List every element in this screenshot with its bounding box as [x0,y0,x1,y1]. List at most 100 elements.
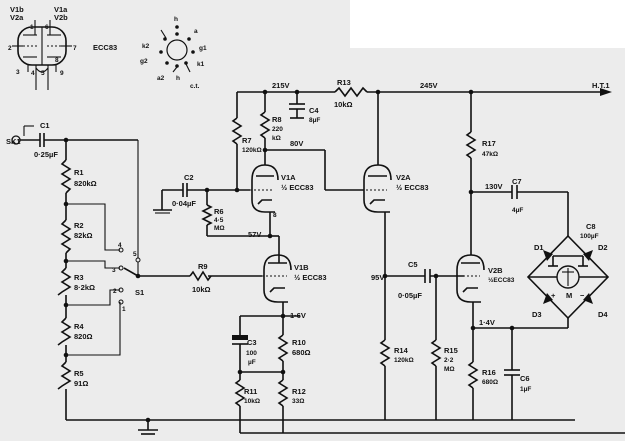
base-pin-g2: g2 [140,58,148,65]
label-c1: C1 [40,121,50,130]
valve-v2a [362,164,392,213]
base-pin-g1: g1 [199,45,207,52]
label-c4-value: 8µF [309,117,320,124]
resistor-r3 [57,267,72,296]
resistor-r14 [379,339,391,367]
voltage-130v: 130V [485,182,503,191]
label-r7: R7 [242,136,252,145]
base-pin-k1: k1 [197,61,205,68]
label-r9: R9 [198,262,208,271]
diode-d4-icon [583,293,593,304]
pinout-label-v2a: V2a [10,13,24,22]
label-meter-plus: + [551,291,556,300]
label-s1: S1 [135,288,144,297]
label-r15-value: 2·2 [444,357,454,364]
resistor-r10 [277,334,289,362]
valve-base-diagram: h a g1 k1 k2 g2 a2 h c.t. [140,16,207,90]
resistor-r1 [60,159,72,194]
label-r6-unit: MΩ [214,225,225,232]
voltage-1-6v: 1·6V [290,311,306,320]
base-pin-ct: c.t. [190,83,200,90]
resistor-r9 [189,270,212,282]
pin-number: 4 [31,70,35,77]
base-pin-a2: a2 [157,75,165,82]
label-v2b: V2B [488,266,503,275]
label-c2-value: 0·04µF [172,199,196,208]
label-r4: R4 [74,322,84,331]
label-v1b: V1B [294,263,309,272]
label-d4: D4 [598,310,608,319]
label-d1: D1 [534,243,544,252]
resistor-r5 [57,361,72,390]
resistor-r11 [234,379,246,407]
label-r8: R8 [272,115,282,124]
valve-v2b [455,254,485,303]
label-r4-value: 820Ω [74,332,93,341]
supply-rail [237,86,612,98]
label-c6: C6 [520,374,530,383]
label-meter-minus: − [580,291,585,300]
label-v1a-type: ½ ECC83 [281,183,314,192]
label-r11-value: 10kΩ [244,398,260,405]
label-v1b-type: ½ ECC83 [294,273,327,282]
switch-position-4: 4 [118,242,122,249]
base-pin-k2: k2 [142,43,150,50]
resistor-r4 [57,317,72,346]
label-r13: R13 [337,78,351,87]
pin-number: 9 [60,70,64,77]
input-attenuator: SK1 C1 0·25µF R1 820kΩ R2 82kΩ R3 8·2kΩ … [6,121,190,420]
label-r6-value: 4·5 [214,217,224,224]
resistor-r15 [430,339,442,367]
resistor-r8 [259,111,271,139]
pin-number: 3 [16,69,20,76]
resistor-r6 [201,204,213,226]
label-r8-value: 220 [272,126,283,133]
label-d2: D2 [598,243,608,252]
resistor-r2 [60,219,72,254]
voltage-245v: 245V [420,81,438,90]
pin-number: 6 [45,24,49,31]
label-r9-value: 10kΩ [192,285,211,294]
label-c3-value: 100 [246,350,257,357]
label-r1: R1 [74,168,84,177]
diode-d1-icon [543,250,553,261]
first-stage: C2 0·04µF R6 4·5 MΩ R7 120kΩ R8 220 kΩ C… [153,92,364,433]
base-pin-h: h [174,16,178,23]
voltage-80v: 80V [290,139,303,148]
diode-d2-icon [583,250,593,261]
label-pin-8: 8 [273,212,277,219]
label-v1a: V1A [281,173,296,182]
label-r16-value: 680Ω [482,379,498,386]
label-ht1: H.T.1 [592,81,610,90]
label-c5-value: 0·05µF [398,291,422,300]
pinout-label-v1a: V1a [54,5,68,14]
switch-position-5: 5 [133,251,137,258]
label-r12: R12 [292,387,306,396]
label-c7: C7 [512,177,522,186]
label-r7-value: 120kΩ [242,147,262,154]
pinout-valve-type: ECC83 [93,43,117,52]
base-pin-a: a [194,28,198,35]
label-r17: R17 [482,139,496,148]
label-c4: C4 [309,106,319,115]
label-d3: D3 [532,310,542,319]
resistor-r16 [467,361,479,389]
pinout-label-v2b: V2b [54,13,68,22]
label-c8: C8 [586,222,596,231]
pin-number: 7 [73,45,77,52]
ground-rail [66,417,625,435]
resistor-r7 [231,117,243,145]
switch-position-2: 2 [113,288,117,295]
valve-pinout: V1b V2a V1a V2b ECC83 1 6 2 7 3 4 5 9 8 [8,5,117,90]
pin-number: 1 [30,24,34,31]
label-r5: R5 [74,369,84,378]
pin-number: 5 [41,70,45,77]
switch-position-3: 3 [112,267,116,274]
diode-d3-icon [543,293,553,304]
label-v2a-type: ½ ECC83 [396,183,429,192]
pinout-label-v1b: V1b [10,5,24,14]
label-meter: M [566,291,572,300]
ht-arrow-icon [600,88,612,96]
label-r1-value: 820kΩ [74,179,97,188]
